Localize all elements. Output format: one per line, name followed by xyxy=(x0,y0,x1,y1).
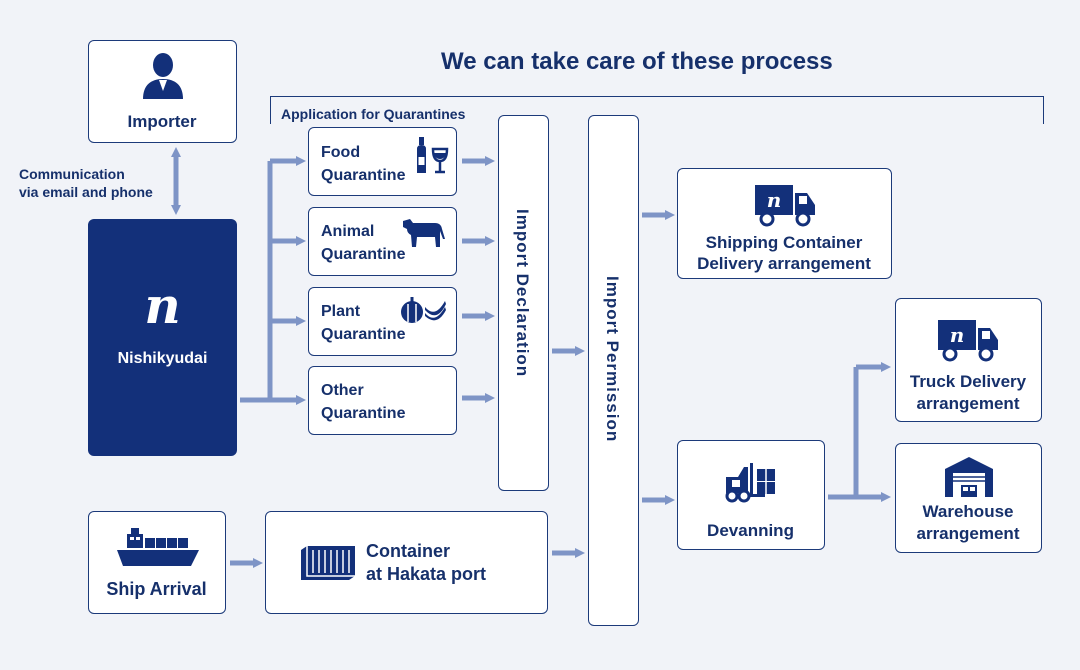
truck-delivery-line1: Truck Delivery xyxy=(909,372,1027,391)
communication-line2: via email and phone xyxy=(19,184,153,200)
animal-quarantine-line1: Animal xyxy=(321,223,375,240)
animal-quarantine-box: Animal Quarantine xyxy=(308,207,457,276)
import-permission-box: Import Permission xyxy=(588,115,639,626)
person-icon xyxy=(143,53,183,99)
shipping-container-box: n Shipping Container Delivery arrangemen… xyxy=(677,168,892,279)
shipping-container-line2: Delivery arrangement xyxy=(697,254,871,273)
forklift-icon xyxy=(725,463,775,503)
food-quarantine-line1: Food xyxy=(321,144,361,161)
other-quarantine-line1: Other xyxy=(321,382,364,399)
pumpkin-banana-icon xyxy=(401,297,446,323)
container-box: Container at Hakata port xyxy=(265,511,548,614)
importer-label: Importer xyxy=(127,112,197,131)
importer-box: Importer xyxy=(88,40,237,143)
truck-icon: n xyxy=(938,320,998,362)
bracket-label: Application for Quarantines xyxy=(281,106,466,122)
import-permission-label: Import Permission xyxy=(603,276,622,443)
other-quarantine-line2: Quarantine xyxy=(321,405,406,422)
food-quarantine-line2: Quarantine xyxy=(321,167,406,184)
container-line1: Container xyxy=(366,541,451,561)
truck-delivery-line2: arrangement xyxy=(916,394,1020,413)
plant-quarantine-line1: Plant xyxy=(321,303,361,320)
warehouse-line2: arrangement xyxy=(916,524,1020,543)
animal-quarantine-line2: Quarantine xyxy=(321,246,406,263)
container-icon xyxy=(301,546,355,580)
import-declaration-label: Import Declaration xyxy=(513,209,532,378)
container-line2: at Hakata port xyxy=(366,564,487,584)
food-quarantine-box: Food Quarantine xyxy=(308,127,457,196)
ship-arrival-box: Ship Arrival xyxy=(88,511,226,614)
truck-delivery-box: n Truck Delivery arrangement xyxy=(895,298,1042,422)
ship-icon xyxy=(117,528,199,566)
cow-icon xyxy=(403,219,445,247)
devanning-label: Devanning xyxy=(707,521,794,540)
truck-logo: n xyxy=(950,323,965,347)
communication-line1: Communication xyxy=(19,166,125,182)
devanning-box: Devanning xyxy=(677,440,825,550)
other-quarantine-box: Other Quarantine xyxy=(308,366,457,435)
nishikyudai-label: Nishikyudai xyxy=(117,350,208,367)
warehouse-line1: Warehouse xyxy=(922,502,1014,521)
shipping-container-line1: Shipping Container xyxy=(705,233,863,252)
wine-bottle-glass-icon xyxy=(417,137,449,174)
import-declaration-box: Import Declaration xyxy=(498,115,549,491)
diagram-title: We can take care of these process xyxy=(441,48,833,75)
nishikyudai-box: n Nishikyudai xyxy=(88,219,237,456)
ship-arrival-label: Ship Arrival xyxy=(106,579,207,599)
plant-quarantine-line2: Quarantine xyxy=(321,326,406,343)
truck-logo: n xyxy=(767,188,782,212)
warehouse-box: Warehouse arrangement xyxy=(895,443,1042,553)
scope-bracket xyxy=(270,96,1044,124)
nishikyudai-logo: n xyxy=(144,276,181,335)
plant-quarantine-box: Plant Quarantine xyxy=(308,287,457,356)
truck-icon: n xyxy=(755,185,815,227)
warehouse-icon xyxy=(945,457,993,497)
